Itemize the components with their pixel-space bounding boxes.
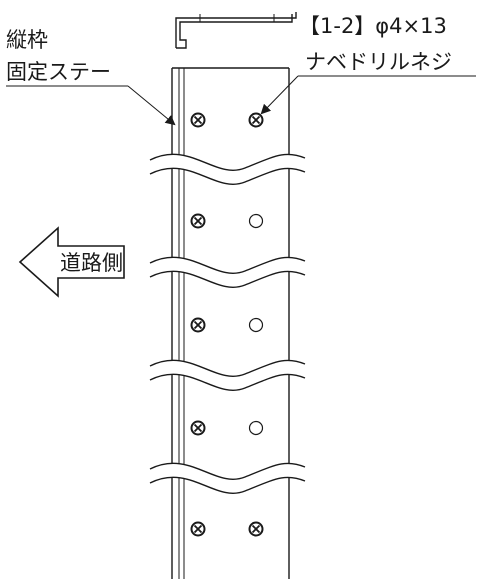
screw-leader xyxy=(260,75,476,115)
open-hole-icon xyxy=(248,420,264,436)
screw-cross-icon xyxy=(190,420,206,436)
screw-label-line1: 【1-2】φ4×13 xyxy=(299,14,447,38)
break-line-3 xyxy=(149,359,306,391)
screw-cross-icon xyxy=(190,317,206,333)
screw-label-line2: ナベドリルネジ xyxy=(305,50,452,74)
break-lines xyxy=(149,153,306,494)
break-line-2 xyxy=(149,256,306,288)
stay-label-line1: 縦枠 xyxy=(6,28,48,52)
screw-cross-icon xyxy=(248,112,264,128)
direction-label: 道路側 xyxy=(60,251,123,275)
screw-cross-icon xyxy=(248,521,264,537)
break-line-1 xyxy=(149,153,306,185)
vertical-stay xyxy=(171,67,290,579)
frame-bracket xyxy=(175,12,297,49)
stay-label-line2: 固定ステー xyxy=(6,60,111,84)
screw-cross-icon xyxy=(190,521,206,537)
arrow-left-icon xyxy=(18,226,125,298)
break-line-4 xyxy=(149,462,306,494)
open-hole-icon xyxy=(248,213,264,229)
stay-leader xyxy=(6,85,176,126)
screw-cross-icon xyxy=(190,213,206,229)
open-hole-icon xyxy=(248,317,264,333)
screw-cross-icon xyxy=(190,112,206,128)
